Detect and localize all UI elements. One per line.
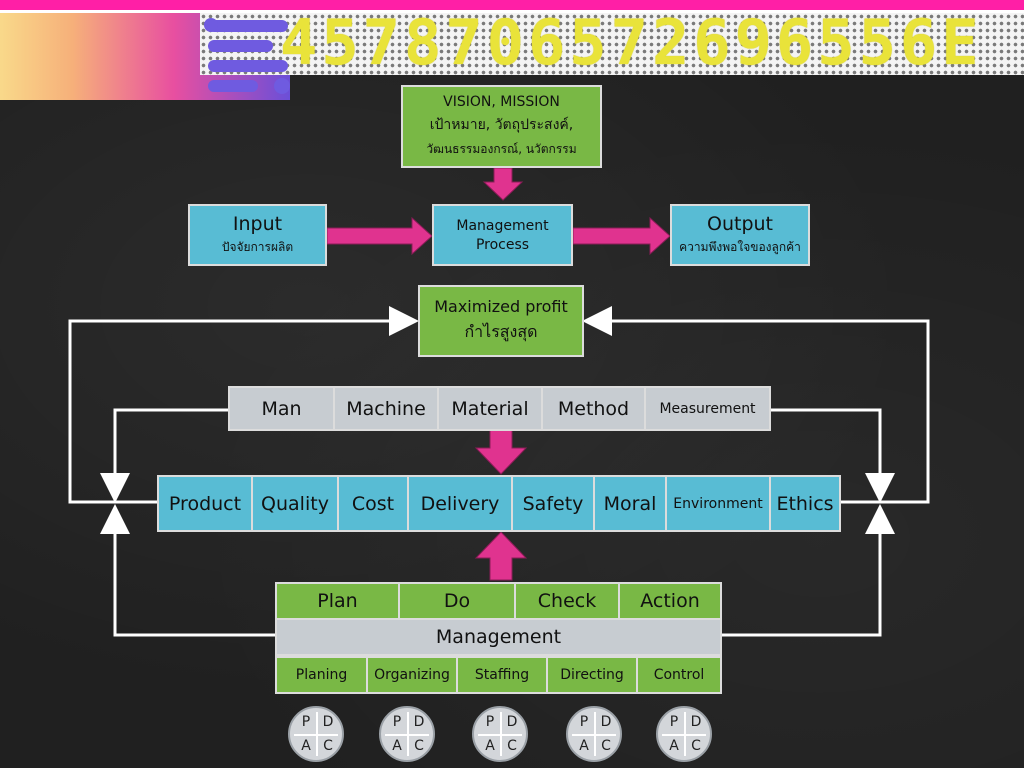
pdca-circle-icon: P D A C [566,706,622,762]
resource-method: Method [543,388,646,429]
output-box: Output ความพึงพอใจของลูกค้า [670,204,810,266]
outcome-cost: Cost [339,477,409,530]
pdca-do: Do [400,584,516,618]
input-subtitle: ปัจจัยการผลิต [221,240,294,254]
outcome-moral: Moral [595,477,667,530]
pdca-plan: Plan [277,584,400,618]
vision-mission-box: VISION, MISSION เป้าหมาย, วัตถุประสงค์, … [401,85,602,168]
top-accent-bar [0,0,1024,10]
output-subtitle: ความพึงพอใจของลูกค้า [679,240,801,254]
pdca-circle-icon: P D A C [288,706,344,762]
profit-title: Maximized profit [434,297,568,316]
outcome-delivery: Delivery [409,477,513,530]
resource-measurement: Measurement [659,400,756,417]
process-line2: Process [475,236,530,253]
resource-man: Man [230,388,335,429]
pdca-action: Action [640,590,700,612]
logo-icon [200,14,295,99]
input-box: Input ปัจจัยการผลิต [188,204,327,266]
resource-material: Material [439,388,543,429]
pdca-circle-icon: P D A C [656,706,712,762]
pdca-circle-icon: P D A C [379,706,435,762]
management-process-box: Management Process [432,204,573,266]
pdca-row: Plan Do Check Action [275,582,722,620]
outcome-safety: Safety [513,477,595,530]
pdca-check: Check [516,584,620,618]
pdca-circle-icon: P D A C [472,706,528,762]
top-white-strip [0,10,1024,13]
outcome-product: Product [159,477,253,530]
management-label: Management [435,626,562,648]
dot-grid-banner [200,13,1024,75]
outcome-environment: Environment [667,477,771,530]
vision-goal: เป้าหมาย, วัตถุประสงค์, [429,117,574,133]
functions-row: Planing Organizing Staffing Directing Co… [275,656,722,694]
outcomes-row: Product Quality Cost Delivery Safety Mor… [157,475,841,532]
vision-culture: วัฒนธรรมองกรณ์, นวัตกรรม [426,142,577,156]
process-line1: Management [456,217,549,234]
function-directing: Directing [548,658,638,692]
function-planing: Planing [277,658,368,692]
outcome-ethics: Ethics [776,492,834,515]
function-control: Control [653,667,705,683]
maximized-profit-box: Maximized profit กำไรสูงสุด [418,285,584,357]
vision-title: VISION, MISSION [443,94,560,110]
function-staffing: Staffing [458,658,548,692]
input-title: Input [232,213,283,235]
output-title: Output [707,213,773,235]
header-digits: 4578706572696556E [280,6,983,79]
management-bar: Management [275,618,722,656]
resource-machine: Machine [335,388,439,429]
resources-row: Man Machine Material Method Measurement [228,386,771,431]
function-organizing: Organizing [368,658,458,692]
profit-subtitle: กำไรสูงสุด [464,322,538,341]
outcome-quality: Quality [253,477,339,530]
